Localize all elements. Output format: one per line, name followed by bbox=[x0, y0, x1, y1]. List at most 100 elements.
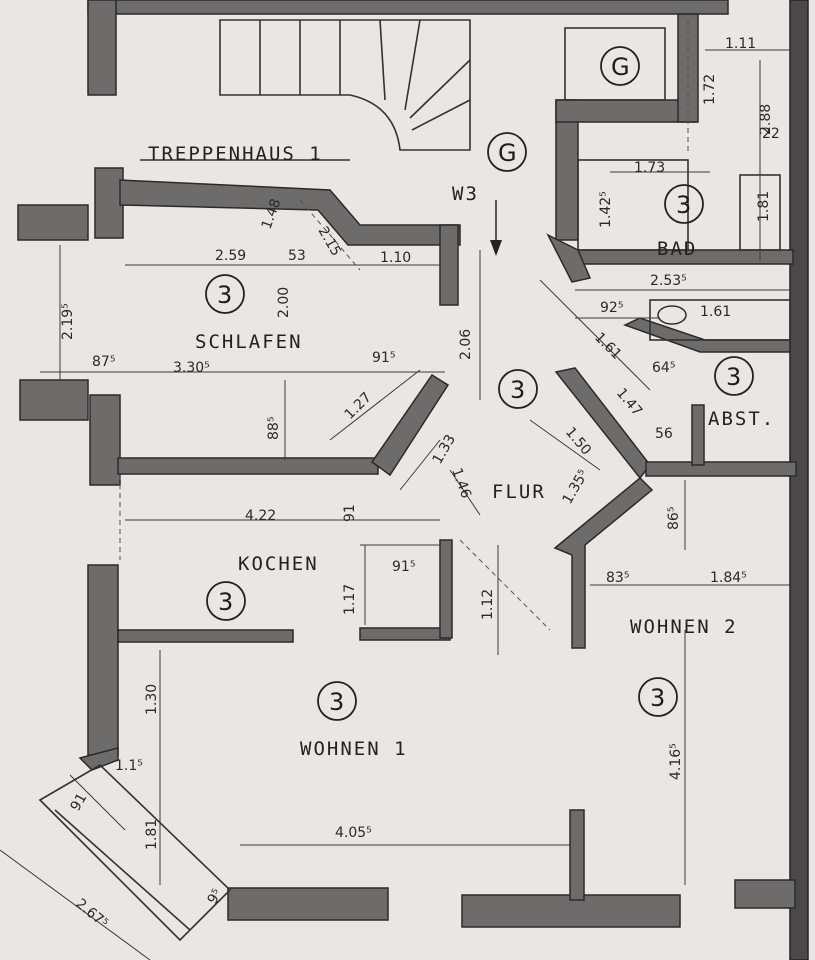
dim-112: 1.12 bbox=[480, 589, 496, 620]
abst-left-wall bbox=[691, 404, 705, 466]
room-wohnen1: WOHNEN 1 bbox=[300, 738, 408, 760]
dim-645: 64⁵ bbox=[652, 360, 675, 376]
dim-259: 2.59 bbox=[215, 248, 246, 264]
dim-133: 1.33 bbox=[430, 432, 459, 467]
room-bad: BAD bbox=[657, 238, 697, 260]
room-treppenhaus: TREPPENHAUS 1 bbox=[148, 143, 323, 165]
marker-flur-label: 3 bbox=[510, 376, 525, 404]
marker-g-shaft bbox=[600, 46, 640, 86]
dim-1425: 1.42⁵ bbox=[598, 191, 614, 228]
top-wall bbox=[87, 0, 729, 15]
left-wall-lower bbox=[87, 564, 119, 756]
marker-kochen-label: 3 bbox=[218, 588, 233, 616]
dim-172: 1.72 bbox=[702, 74, 718, 105]
marker-abst-label: 3 bbox=[726, 363, 741, 391]
schlafen-bottom-wall bbox=[117, 457, 379, 475]
schlafen-top-wall bbox=[119, 179, 461, 246]
bay-window bbox=[0, 764, 232, 960]
marker-wohnen2 bbox=[638, 677, 678, 717]
dim-915a: 91⁵ bbox=[372, 350, 395, 366]
dim-422: 4.22 bbox=[245, 508, 276, 524]
marker-bad-label: 3 bbox=[676, 191, 691, 219]
dim-130: 1.30 bbox=[144, 684, 160, 715]
dim-91c: 91 bbox=[68, 791, 91, 814]
bottom-wall-corner bbox=[734, 879, 796, 909]
dim-835: 83⁵ bbox=[606, 570, 629, 586]
marker-bad bbox=[664, 184, 704, 224]
g-shaft-bottom-wall bbox=[555, 99, 697, 123]
w3-arrow-head bbox=[490, 240, 502, 256]
dim-56: 56 bbox=[655, 426, 673, 442]
dim-91: 91 bbox=[342, 504, 358, 522]
stairs bbox=[140, 19, 471, 161]
room-abst: ABST. bbox=[708, 408, 775, 430]
stair-left-wall bbox=[87, 0, 117, 96]
marker-abst bbox=[714, 356, 754, 396]
dim-22: 22 bbox=[762, 126, 780, 142]
bottom-wall-left bbox=[227, 887, 389, 921]
dim-288: 2.88 bbox=[758, 104, 774, 135]
wohnen2-top-wall bbox=[645, 461, 797, 477]
dim-885: 88⁵ bbox=[266, 417, 282, 440]
dim-4165: 4.16⁵ bbox=[668, 743, 684, 780]
marker-kochen bbox=[206, 581, 246, 621]
marker-wohnen1 bbox=[317, 681, 357, 721]
wohnen-divider-stub bbox=[569, 809, 585, 901]
marker-schlafen bbox=[205, 274, 245, 314]
dim-3305: 3.30⁵ bbox=[173, 360, 210, 376]
dim-147: 1.47 bbox=[613, 385, 645, 419]
dim-206: 2.06 bbox=[458, 329, 474, 360]
dim-865: 86⁵ bbox=[666, 507, 682, 530]
dim-1845: 1.84⁵ bbox=[710, 570, 747, 586]
schlafen-door-jamb bbox=[439, 224, 459, 306]
dim-181b: 1.81 bbox=[756, 191, 772, 222]
toilet-icon bbox=[657, 305, 687, 325]
left-wall-upper bbox=[94, 167, 124, 239]
toilet-area bbox=[649, 299, 791, 341]
dim-875: 87⁵ bbox=[92, 354, 115, 370]
left-wall-mid bbox=[89, 394, 121, 486]
dim-2675: 2.67⁵ bbox=[72, 896, 110, 932]
label-w3: W3 bbox=[452, 183, 479, 205]
dimension-labels: 2.59 53 1.10 2.00 2.19⁵ 87⁵ 3.30⁵ 2.06 9… bbox=[60, 36, 780, 932]
marker-schlafen-label: 3 bbox=[217, 281, 232, 309]
dim-2195: 2.19⁵ bbox=[60, 303, 76, 340]
dim-161b: 1.61 bbox=[591, 330, 624, 363]
dim-117: 1.17 bbox=[342, 584, 358, 615]
kochen-right-wall bbox=[439, 539, 453, 639]
dimension-lines bbox=[40, 20, 790, 885]
room-labels: TREPPENHAUS 1 SCHLAFEN BAD ABST. FLUR KO… bbox=[148, 143, 775, 760]
dim-95: 9⁵ bbox=[205, 886, 226, 907]
room-flur: FLUR bbox=[492, 481, 546, 503]
bad-door-jamb bbox=[546, 233, 592, 283]
dim-925: 92⁵ bbox=[600, 300, 623, 316]
kochen-bottom-wall bbox=[117, 629, 294, 643]
room-kochen: KOCHEN bbox=[238, 553, 319, 575]
dim-161a: 1.61 bbox=[700, 304, 731, 320]
g-shaft bbox=[564, 27, 666, 101]
dim-53: 53 bbox=[288, 248, 306, 264]
schlafen-diag-wall bbox=[370, 373, 450, 477]
dim-2535: 2.53⁵ bbox=[650, 273, 687, 289]
dim-181: 1.81 bbox=[144, 819, 160, 850]
dim-4055: 4.05⁵ bbox=[335, 825, 372, 841]
left-wall-mid-stub bbox=[19, 379, 89, 421]
dim-150: 1.50 bbox=[562, 424, 594, 458]
room-wohnen2: WOHNEN 2 bbox=[630, 616, 738, 638]
flur-diag-wall bbox=[554, 367, 651, 480]
marker-g-hall bbox=[487, 132, 527, 172]
bay-wall-stub bbox=[78, 747, 119, 771]
marker-g-shaft-label: G bbox=[611, 53, 630, 81]
stair-outline bbox=[219, 19, 471, 151]
bathtub bbox=[577, 159, 689, 251]
kochen-counter-wall bbox=[359, 627, 451, 641]
dim-111: 1.11 bbox=[725, 36, 756, 52]
dim-173: 1.73 bbox=[634, 160, 665, 176]
left-wall-top-stub bbox=[17, 204, 89, 241]
dim-200: 2.00 bbox=[276, 287, 292, 318]
dim-115: 1.1⁵ bbox=[115, 758, 143, 774]
dim-146: 1.46 bbox=[448, 466, 474, 501]
dim-1355: 1.35⁵ bbox=[560, 467, 592, 507]
marker-wohnen2-label: 3 bbox=[650, 684, 665, 712]
